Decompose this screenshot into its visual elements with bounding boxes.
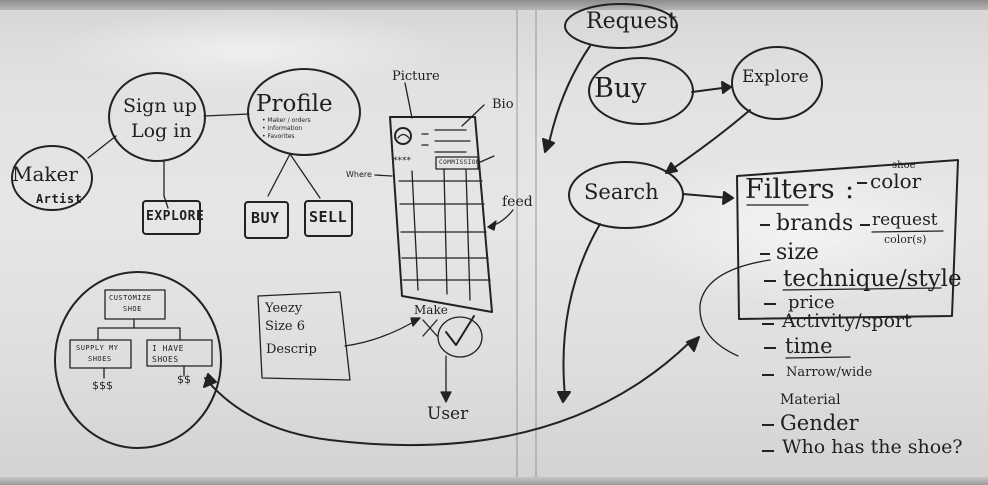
wireframe-frame bbox=[389, 116, 493, 313]
yeezy-line1: Yeezy bbox=[265, 301, 303, 316]
commission-label: COMMISSION bbox=[439, 159, 481, 166]
board-seam-right bbox=[535, 10, 537, 477]
explore-box bbox=[142, 200, 201, 235]
avatar-circle bbox=[394, 127, 412, 145]
supply-line2: SHOES bbox=[88, 355, 112, 363]
loop-arrow bbox=[204, 341, 691, 447]
filters-title: Filters bbox=[745, 174, 835, 205]
search-to-filters-arrow bbox=[682, 193, 731, 199]
link-maker-signup bbox=[87, 135, 117, 159]
dash-before-request bbox=[860, 224, 870, 226]
where-pointer bbox=[374, 174, 393, 177]
board-seam-left bbox=[516, 10, 518, 477]
artist-label: Artist bbox=[36, 192, 83, 206]
link-profile-buy bbox=[267, 153, 291, 197]
yeezy-line2: Size 6 bbox=[265, 319, 306, 334]
request-down-arrow bbox=[547, 45, 591, 149]
have-line2: SHOES bbox=[152, 355, 179, 364]
signup-label: Sign up bbox=[123, 95, 197, 117]
feed-grid bbox=[398, 168, 491, 301]
filter-who-has: Who has the shoe? bbox=[782, 436, 963, 458]
filter-time: time bbox=[785, 334, 833, 358]
explore-right-label: Explore bbox=[742, 67, 809, 87]
request-label: Request bbox=[586, 9, 677, 34]
profile-note-information: • Information bbox=[262, 125, 303, 132]
filter-size: size bbox=[776, 240, 819, 265]
explore-bubble bbox=[731, 46, 823, 120]
buy-right-label: Buy bbox=[594, 73, 647, 104]
bio-pointer bbox=[461, 104, 485, 127]
search-label: Search bbox=[584, 180, 659, 204]
maker-artist-bubble bbox=[11, 145, 93, 211]
color-label: color bbox=[870, 169, 922, 193]
sell-box bbox=[304, 200, 353, 237]
shoe-label: shoe bbox=[892, 160, 916, 171]
customize-shoe-box bbox=[104, 289, 166, 320]
supply-shoes-box bbox=[69, 339, 132, 369]
yeezy-line3: Descrip bbox=[266, 342, 317, 357]
yeezy-to-make-arrow bbox=[344, 317, 421, 347]
commission-pointer bbox=[477, 155, 495, 164]
buy-label: BUY bbox=[251, 209, 280, 227]
filter-material: Material bbox=[780, 392, 841, 408]
sell-label: SELL bbox=[309, 208, 348, 226]
link-profile-sell bbox=[289, 153, 321, 199]
buy-box bbox=[244, 201, 289, 239]
dash-before-color bbox=[857, 182, 867, 184]
profile-bubble bbox=[247, 68, 361, 156]
explore-label: EXPLORE bbox=[146, 209, 205, 224]
filters-colon: : bbox=[845, 174, 855, 205]
have-line1: I HAVE bbox=[152, 344, 184, 353]
make-choice-bubble bbox=[437, 316, 483, 358]
time-underline bbox=[785, 356, 851, 359]
where-label: Where bbox=[346, 170, 372, 179]
bio-label: Bio bbox=[492, 97, 514, 112]
filter-brands: brands bbox=[776, 211, 854, 236]
filter-gender: Gender bbox=[780, 411, 859, 435]
make-label: Make bbox=[414, 303, 448, 317]
profile-label: Profile bbox=[256, 91, 333, 117]
filters-box bbox=[736, 159, 959, 320]
customize-title-line2: SHOE bbox=[123, 305, 142, 313]
user-label: User bbox=[427, 404, 469, 424]
search-down-curve bbox=[562, 223, 601, 397]
feed-label: feed bbox=[502, 194, 533, 210]
customize-bubble bbox=[54, 271, 222, 449]
profile-note-orders: • Maker / orders bbox=[262, 117, 311, 124]
request-underline bbox=[871, 230, 944, 233]
yeezy-note-border bbox=[257, 291, 351, 381]
link-signup-profile bbox=[203, 113, 250, 117]
request-bubble bbox=[564, 3, 678, 49]
filter-narrow-wide: Narrow/wide bbox=[786, 365, 873, 380]
have-shoes-box bbox=[146, 339, 213, 367]
customize-title-line1: CUSTOMIZE bbox=[109, 294, 152, 302]
filter-price: price bbox=[788, 292, 835, 313]
explore-to-search-arrow bbox=[667, 109, 751, 173]
link-signup-explore bbox=[163, 159, 169, 209]
filters-return-curve bbox=[699, 259, 771, 357]
stars-label: **** bbox=[393, 156, 411, 166]
maker-label: Maker bbox=[12, 162, 78, 186]
cost-right-label: $$ bbox=[177, 373, 191, 386]
profile-note-favorites: • Favorites bbox=[262, 133, 295, 140]
colors-label: color(s) bbox=[884, 233, 927, 246]
technique-underline bbox=[782, 287, 942, 291]
filter-activity: Activity/sport bbox=[782, 310, 912, 332]
filter-technique: technique/style bbox=[783, 266, 962, 292]
picture-pointer bbox=[404, 82, 413, 119]
signup-bubble bbox=[108, 72, 206, 162]
cost-left-label: $$$ bbox=[92, 379, 113, 392]
request-filter-label: request bbox=[872, 210, 938, 230]
picture-label: Picture bbox=[392, 69, 440, 84]
approve-check bbox=[445, 315, 475, 346]
supply-line1: SUPPLY MY bbox=[76, 344, 119, 352]
login-label: Log in bbox=[131, 120, 192, 142]
reject-x bbox=[422, 319, 438, 337]
